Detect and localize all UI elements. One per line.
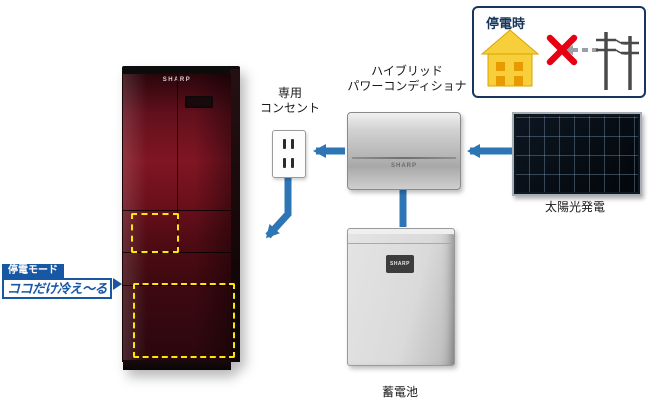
highlight-middle-drawer: [131, 213, 179, 253]
solar-label: 太陽光発電: [544, 200, 605, 214]
outage-title: 停電時: [486, 16, 526, 31]
solar-panel-icon: [512, 112, 642, 196]
outlet-label-line2: コンセント: [259, 101, 320, 115]
conditioner-label: ハイブリッド パワーコンディショナ: [340, 64, 474, 94]
power-conditioner: SHARP: [347, 112, 461, 190]
conditioner-brand-logo: SHARP: [390, 163, 417, 169]
storage-battery: SHARP: [347, 228, 455, 366]
house-icon: [480, 29, 540, 87]
outlet-slot: [291, 158, 294, 168]
power-lines-icon: [596, 32, 639, 90]
outlet-slot: [291, 139, 294, 149]
outage-box: 停電時: [472, 6, 646, 98]
outlet-label-line1: 専用: [277, 86, 302, 100]
conditioner-label-line2: パワーコンディショナ: [347, 79, 467, 93]
fridge-door-gap: [177, 74, 178, 210]
outlet-icon: [272, 130, 306, 178]
callout-pointer-icon: [113, 278, 122, 290]
outlet-label: 専用 コンセント: [250, 86, 330, 116]
fridge-base: [123, 360, 231, 370]
callout-text-box: ココだけ冷え〜る: [2, 278, 113, 299]
conditioner-seam: [352, 157, 456, 159]
outage-mode-badge: 停電モード: [2, 264, 64, 278]
outlet-slot: [283, 158, 286, 168]
arrow-outlet-to-fridge: [265, 178, 292, 239]
outage-mode-callout: 停電モード ココだけ冷え〜る: [2, 260, 122, 299]
battery-lid-seam: [348, 243, 454, 244]
battery-brand-plate: SHARP: [386, 255, 414, 273]
highlight-bottom-compartment: [133, 283, 235, 358]
conditioner-label-line1: ハイブリッド: [371, 64, 443, 78]
fridge-control-panel: [185, 96, 213, 108]
outlet-slot: [283, 139, 286, 149]
fridge-seam-3: [123, 285, 231, 286]
refrigerator: SHARP: [122, 66, 240, 370]
fridge-brand-logo: SHARP: [123, 77, 231, 83]
outage-illustration: [480, 29, 639, 90]
battery-label: 蓄電池: [381, 385, 418, 399]
fridge-top-cap: [122, 66, 240, 74]
fridge-side-panel: [230, 69, 240, 362]
no-power-x-icon: [546, 34, 578, 66]
